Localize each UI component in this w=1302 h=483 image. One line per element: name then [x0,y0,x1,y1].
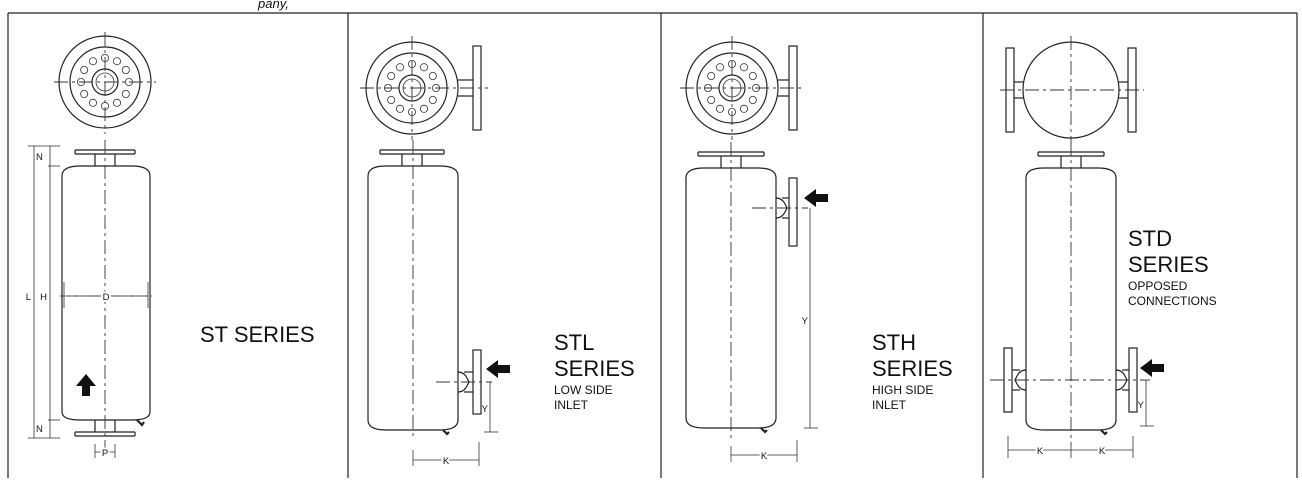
dim-H: H [40,292,47,303]
subtitle-sth-1: HIGH SIDE [872,383,933,397]
bolt-hole [89,57,98,66]
top-flange-view [680,36,804,140]
title-std-2: SERIES [1128,252,1209,277]
top-flange-view [360,36,488,140]
dim-Y: Y [802,316,809,327]
title-sth-1: STH [872,330,916,355]
dim-K: K [443,456,450,467]
top-flange-view [54,32,156,134]
drain-nozzle-icon [1100,429,1108,436]
bolt-hole [740,104,749,113]
bolt-hole [428,72,437,81]
dim-K-left: K [1037,446,1044,457]
bolt-hole [740,63,749,72]
bolt-hole [428,96,437,105]
subtitle-std-1: OPPOSED [1128,279,1188,293]
bolt-hole [395,104,404,113]
panel-stl: Y K STL SERIES LOW SIDE INLET [360,36,635,469]
bolt-hole [121,66,130,75]
black-flow-arrow-icon [486,360,510,378]
subtitle-std-2: CONNECTIONS [1128,294,1217,308]
panel-std: Y K K STD SERIES OPPOSED CONNECTIONS [990,36,1217,459]
black-flow-arrow-icon [76,374,96,396]
bolt-hole [113,98,122,107]
dimension-lines [730,208,818,462]
bolt-hole [387,96,396,105]
dim-L: L [26,292,31,303]
bolt-hole [748,72,757,81]
top-view [1000,36,1144,144]
title-sth-2: SERIES [872,356,953,381]
drain-nozzle-icon [760,427,768,434]
dim-D: D [103,292,110,303]
bolt-hole [121,90,130,99]
bolt-hole [395,63,404,72]
subtitle-stl-2: INLET [554,398,589,412]
drain-nozzle-icon [136,419,145,427]
dimension-lines [28,145,149,458]
title-std-1: STD [1128,226,1172,251]
bolt-hole [748,96,757,105]
bolt-hole [707,72,716,81]
title-st: ST SERIES [200,322,315,347]
dim-N-top: N [36,152,43,163]
dimension-lines [1007,380,1154,458]
dim-Y: Y [482,404,489,415]
drain-nozzle-icon [442,429,450,436]
bolt-hole [387,72,396,81]
bolt-hole [707,96,716,105]
bolt-hole [716,104,725,113]
bolt-hole [80,66,89,75]
header-fragment: pany, [257,0,289,11]
subtitle-stl-1: LOW SIDE [554,383,613,397]
dim-P: P [102,448,108,459]
panel-st: L H D N N P ST SERIES [26,32,315,461]
panel-sth: Y K STH SERIES HIGH SIDE INLET [680,36,953,464]
subtitle-sth-2: INLET [872,398,907,412]
bolt-hole [80,90,89,99]
vessel-body [60,140,152,452]
dim-K-right: K [1099,446,1106,457]
bolt-hole [419,104,428,113]
vessel-body [367,140,492,440]
bolt-hole [113,57,122,66]
black-flow-arrow-icon [804,189,828,207]
black-flow-arrow-icon [1140,359,1164,377]
panel-frame [7,12,1298,478]
title-stl-1: STL [554,330,594,355]
dim-N-bottom: N [36,424,43,435]
bolt-hole [419,63,428,72]
vessel-body [685,142,808,440]
dim-Y: Y [1138,400,1145,411]
title-stl-2: SERIES [554,356,635,381]
bolt-hole [89,98,98,107]
dim-K: K [761,451,768,462]
dimension-lines [412,382,498,466]
vessel-body [990,142,1150,446]
bolt-hole [716,63,725,72]
